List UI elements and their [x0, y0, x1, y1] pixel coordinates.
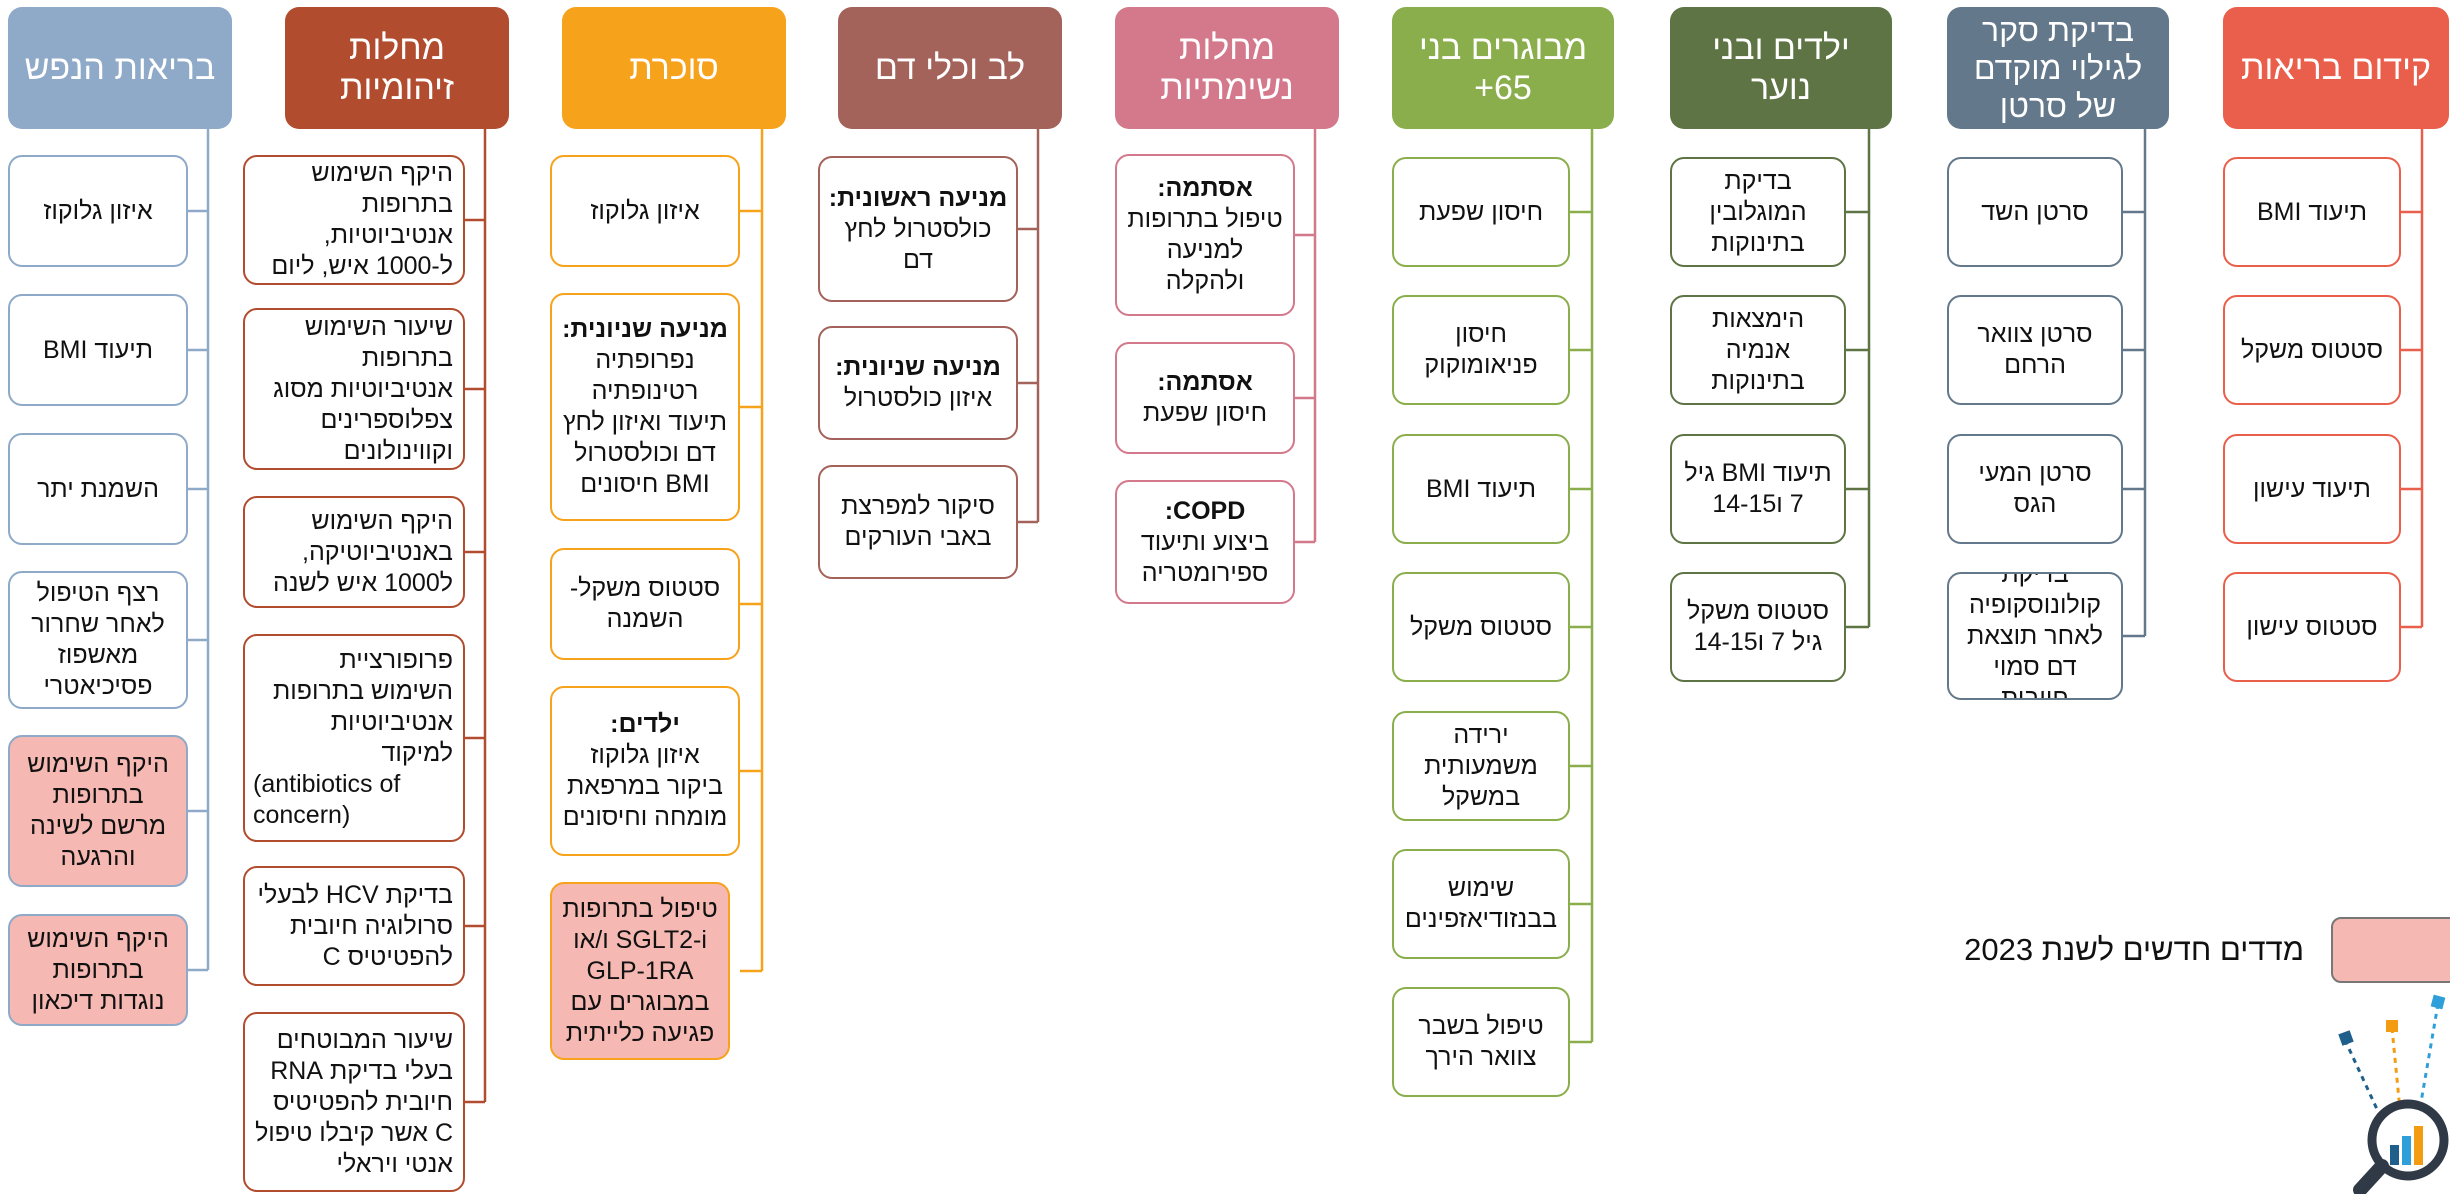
kids-item-bmi: תיעוד BMI גיל 7 ו14-15: [1670, 434, 1846, 544]
item-body: סטטוס משקל- השמנה: [569, 574, 721, 633]
item-title: אסתמה:: [1157, 174, 1253, 202]
resp-item-asthma-treatment: אסתמה: טיפול בתרופות למניעה ולהקלה: [1115, 154, 1295, 316]
mental-item-sleep-meds: היקף השימוש בתרופות מרשם לשינה והרגעה: [8, 735, 188, 887]
diabetes-item-secondary: מניעה שניונית: נפרופתיה רטינופתיה תיעוד …: [550, 293, 740, 521]
elderly-item-hip-fracture: טיפול בשבר צוואר הירך: [1392, 987, 1570, 1097]
infect-item-hcv-rna-treatment: שיעור המבוטחים בעלי בדיקת RNA חיובית להפ…: [243, 1012, 465, 1192]
diabetes-item-sglt2: טיפול בתרופות SGLT2-i ו/או GLP-1RA במבוג…: [550, 882, 730, 1060]
header-children-youth: ילדים ובני נוער: [1670, 7, 1892, 129]
item-body: איזון גלוקוז: [590, 196, 700, 225]
item-extra: (antibiotics of concern): [253, 770, 401, 829]
mental-item-care-continuity: רצף הטיפול לאחר שחרור מאשפוז פסיכיאטרי: [8, 571, 188, 709]
diabetes-item-children: ילדים: איזון גלוקוז ביקור במרפאת מומחה ו…: [550, 686, 740, 856]
item-body: היקף השימוש באנטיביוטיקה, ל1000 איש לשנה: [272, 506, 453, 597]
promo-item-smoking-record: תיעוד עישון: [2223, 434, 2401, 544]
infect-item-cephalosporins: שיעור השימוש בתרופות אנטיביוטיות מסוג צפ…: [243, 308, 465, 470]
promo-item-smoking-status: סטטוס עישון: [2223, 572, 2401, 682]
item-body: שיעור השימוש בתרופות אנטיביוטיות מסוג צפ…: [273, 312, 453, 465]
header-mental-health: בריאות הנפש: [8, 7, 232, 129]
header-diabetes: סוכרת: [562, 7, 786, 129]
cancer-item-breast: סרטן השד: [1947, 157, 2123, 267]
resp-item-asthma-flu: אסתמה: חיסון שפעת: [1115, 342, 1295, 454]
item-body: נפרופתיה רטינופתיה תיעוד ואיזון לחץ דם ו…: [562, 346, 728, 498]
elderly-item-bmi: תיעוד BMI: [1392, 434, 1570, 544]
elderly-item-flu: חיסון שפעת: [1392, 157, 1570, 267]
kids-item-anemia: הימצאות אנמיה בתינוקות: [1670, 295, 1846, 405]
header-cancer-screening: בדיקת סקר לגילוי מוקדם של סרטן: [1947, 7, 2169, 129]
item-body: טיפול בתרופות SGLT2-i ו/או GLP-1RA במבוג…: [562, 894, 718, 1047]
item-body: ביצוע ותיעוד ספירומטריה: [1140, 527, 1270, 587]
promo-item-weight-status: סטטוס משקל: [2223, 295, 2401, 405]
mental-item-obesity: השמנת יתר: [8, 433, 188, 545]
item-body: פרופורציית השימוש בתרופות אנטיביוטיות למ…: [272, 646, 453, 767]
resp-item-copd: COPD: ביצוע ותיעוד ספירומטריה: [1115, 480, 1295, 604]
header-infectious: מחלות זיהומיות: [285, 7, 509, 129]
mental-item-antidepressants: היקף השימוש בתרופות נוגדות דיכאון: [8, 914, 188, 1026]
infect-item-antibiotic-volume-year: היקף השימוש באנטיביוטיקה, ל1000 איש לשנה: [243, 496, 465, 608]
heart-item-primary: מניעה ראשונית: כולסטרול לחץ דם: [818, 156, 1018, 302]
elderly-item-weight-status: סטטוס משקל: [1392, 572, 1570, 682]
infect-item-antibiotic-volume-day: היקף השימוש בתרופות אנטיביוטיות, ל-1000 …: [243, 155, 465, 285]
item-title: מניעה שניונית:: [835, 353, 1001, 381]
kids-item-hemoglobin: בדיקת המוגלובין בתינוקות: [1670, 157, 1846, 267]
diabetes-item-weight: סטטוס משקל- השמנה: [550, 548, 740, 660]
cancer-item-cervical: סרטן צוואר הרחם: [1947, 295, 2123, 405]
item-body: בדיקת HCV לבעלי סרולוגיה חיובית להפטיטיס…: [257, 880, 453, 971]
elderly-item-weight-loss: ירידה משמעותית במשקל: [1392, 711, 1570, 821]
header-health-promotion: קידום בריאות: [2223, 7, 2449, 129]
header-respiratory: מחלות נשימתיות: [1115, 7, 1339, 129]
heart-item-secondary: מניעה שניונית: איזון כולסטרול: [818, 326, 1018, 440]
item-body: איזון כולסטרול: [843, 384, 993, 412]
item-title: אסתמה:: [1157, 368, 1253, 396]
legend-swatch-new: [2331, 917, 2450, 983]
legend-label: מדדים חדשים לשנת 2023: [1964, 932, 2304, 967]
header-elderly: מבוגרים בני 65+: [1392, 7, 1614, 129]
header-heart-vessels: לב וכלי דם: [838, 7, 1062, 129]
item-title: COPD:: [1164, 496, 1246, 525]
mental-item-glucose: איזון גלוקוז: [8, 155, 188, 267]
cancer-item-colonoscopy: בדיקת קולונוסקופיה לאחר תוצאת דם סמוי חי…: [1947, 572, 2123, 700]
item-body: חיסון שפעת: [1142, 399, 1268, 427]
kids-item-weight-status: סטטוס משקל גיל 7 ו14-15: [1670, 572, 1846, 682]
elderly-item-benzodiazepines: שימוש בבנזודיאזפינים: [1392, 849, 1570, 959]
item-body: היקף השימוש בתרופות אנטיביוטיות, ל-1000 …: [271, 159, 453, 280]
item-body: כולסטרול לחץ דם: [844, 214, 992, 274]
item-title: ילדים:: [610, 710, 680, 738]
item-body: סיקור למפרצת באבי העורקים: [841, 492, 995, 551]
cancer-item-colon: סרטן המעי הגס: [1947, 434, 2123, 544]
item-title: מניעה ראשונית:: [828, 183, 1008, 212]
item-body: טיפול בתרופות למניעה ולהקלה: [1127, 205, 1283, 295]
heart-item-aneurysm: סיקור למפרצת באבי העורקים: [818, 465, 1018, 579]
item-body: איזון גלוקוז ביקור במרפאת מומחה וחיסונים: [562, 741, 728, 831]
infect-item-hcv-test: בדיקת HCV לבעלי סרולוגיה חיובית להפטיטיס…: [243, 866, 465, 986]
item-title: מניעה שניונית:: [562, 315, 728, 343]
elderly-item-pneumococcal: חיסון פניאומוקוק: [1392, 295, 1570, 405]
magnifier-chart-icon: [2338, 994, 2449, 1194]
promo-item-bmi: תיעוד BMI: [2223, 157, 2401, 267]
diabetes-item-glucose: איזון גלוקוז: [550, 155, 740, 267]
mental-item-bmi: תיעוד BMI: [8, 294, 188, 406]
item-body: שיעור המבוטחים בעלי בדיקת RNA חיובית להפ…: [255, 1025, 453, 1178]
infect-item-antibiotics-of-concern: פרופורציית השימוש בתרופות אנטיביוטיות למ…: [243, 634, 465, 842]
